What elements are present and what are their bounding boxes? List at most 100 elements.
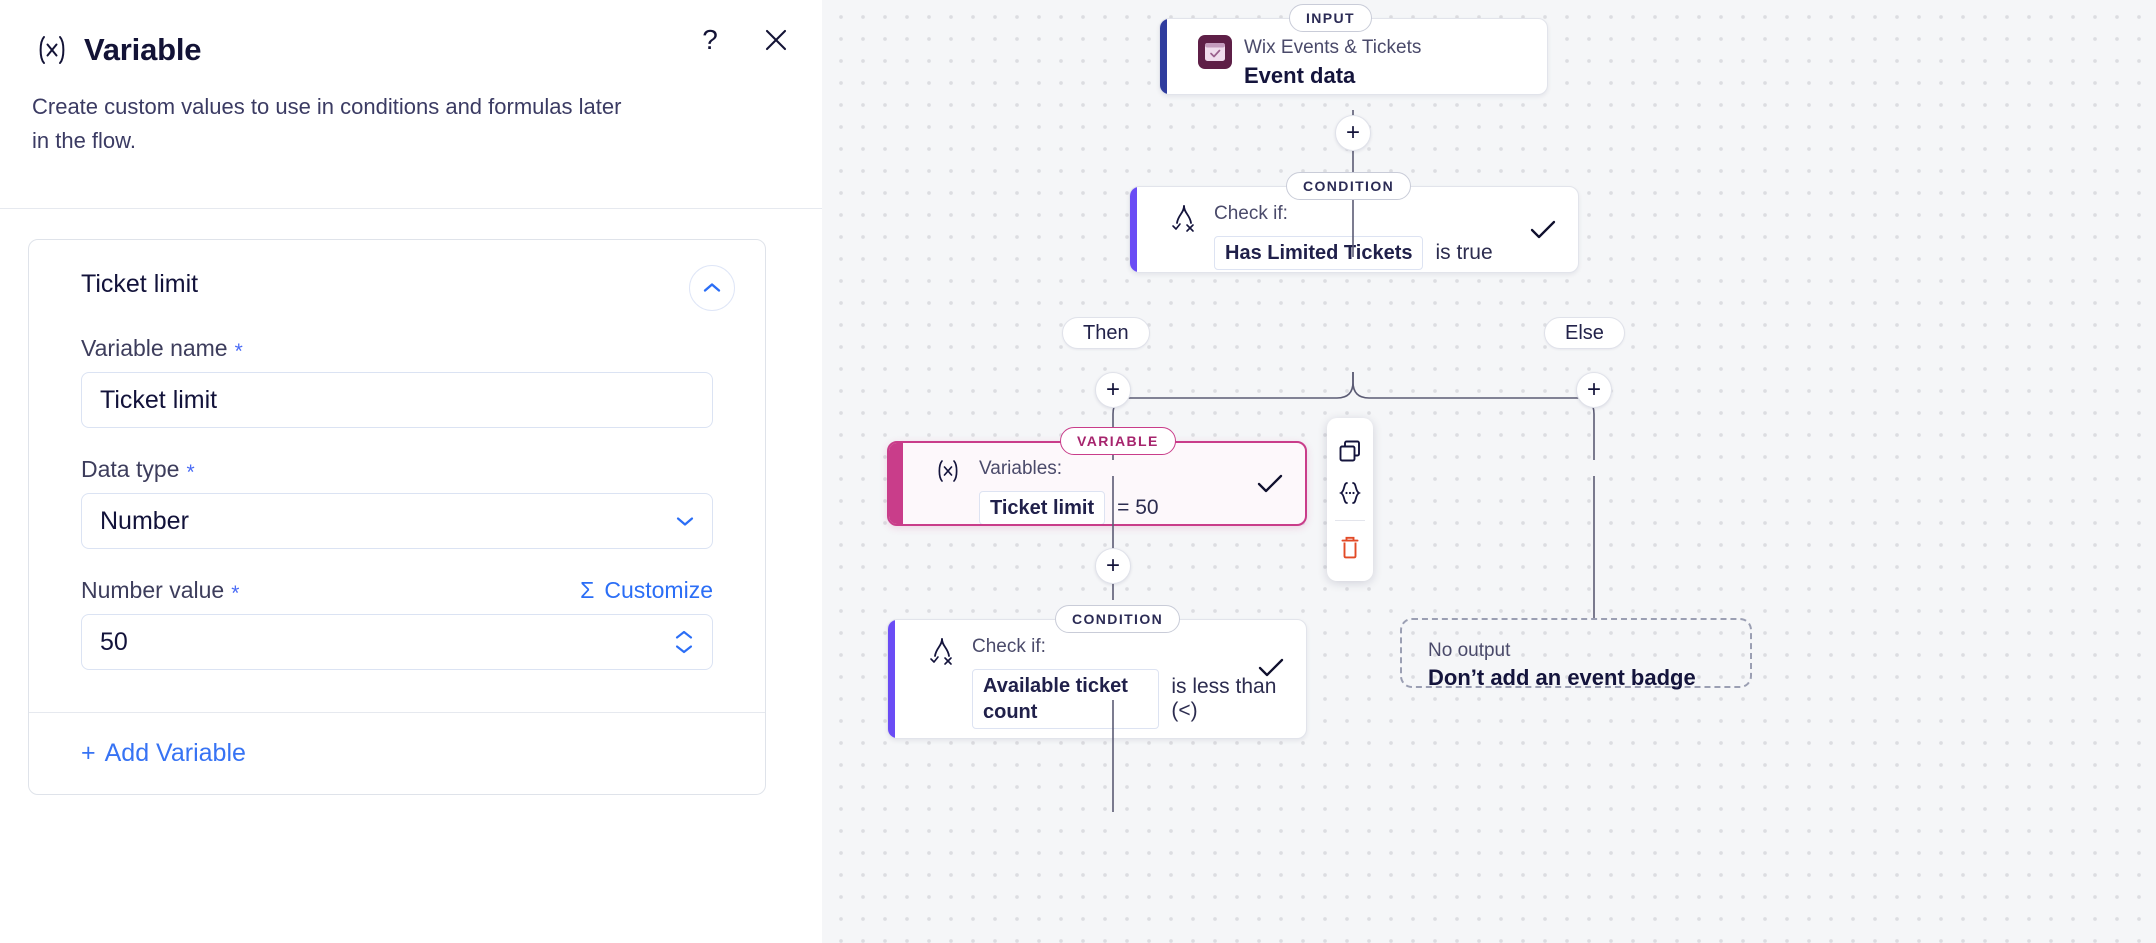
help-icon[interactable]: ? (692, 22, 728, 58)
sigma-icon: Σ (580, 577, 595, 603)
customize-button[interactable]: Σ Customize (580, 577, 713, 604)
token-suffix: is true (1435, 241, 1493, 264)
token-chip[interactable]: Available ticket count (972, 669, 1160, 729)
status-check-icon (1257, 474, 1283, 494)
plus-icon: + (81, 739, 96, 767)
variable-card-footer: + Add Variable (29, 712, 765, 794)
condition-branch-icon (1168, 201, 1214, 233)
condition-expression: Available ticket count is less than (<) (972, 669, 1282, 729)
node-subtitle: Check if: (1214, 203, 1288, 224)
wix-events-calendar-icon (1198, 35, 1244, 69)
field-label-row: Number value * Σ Customize (81, 577, 713, 604)
panel-header: Variable (0, 0, 822, 74)
required-marker: * (231, 582, 240, 605)
field-label-row: Data type * (81, 456, 713, 483)
chevron-down-icon (674, 514, 696, 528)
variable-fx-icon (933, 456, 979, 486)
token-chip[interactable]: Ticket limit (979, 491, 1106, 524)
node-accent (1130, 187, 1137, 272)
variable-card-title: Ticket limit (81, 270, 199, 298)
field-label: Number value (81, 577, 225, 603)
close-icon[interactable] (758, 22, 794, 58)
data-type-value: Number (100, 506, 189, 535)
quantity-stepper[interactable] (674, 630, 694, 655)
ghost-node-no-output[interactable]: No output Don’t add an event badge (1400, 618, 1752, 690)
add-step-button-2[interactable]: + (1095, 548, 1131, 584)
curly-braces-icon[interactable] (1327, 472, 1373, 514)
variable-name-value: Ticket limit (100, 385, 218, 414)
field-label: Variable name (81, 335, 228, 361)
add-step-button-then[interactable]: + (1095, 372, 1131, 408)
add-step-button-1[interactable]: + (1335, 115, 1371, 151)
branch-label-then[interactable]: Then (1062, 317, 1150, 349)
variable-side-panel: Variable ? Create custom values to use i… (0, 0, 822, 943)
stepper-up-icon (675, 630, 693, 639)
node-texts: Wix Events & Tickets Event data (1244, 35, 1421, 90)
node-badge-condition-2: CONDITION (1055, 605, 1181, 633)
field-label-row: Variable name * (81, 335, 713, 362)
status-check-icon (1258, 658, 1284, 678)
node-condition-2[interactable]: Check if: Available ticket count is less… (887, 619, 1307, 739)
node-accent (1160, 19, 1167, 94)
help-glyph: ? (702, 24, 718, 55)
panel-header-actions: ? (692, 22, 794, 58)
flow-canvas[interactable]: INPUT Wix Events & Tickets Ev (822, 0, 2156, 943)
node-texts: Check if: Available ticket count is less… (972, 634, 1282, 729)
field-variable-name: Variable name * Ticket limit (81, 335, 713, 428)
field-data-type: Data type * Number (81, 456, 713, 549)
status-check-icon (1530, 220, 1556, 240)
node-inner: Check if: Available ticket count is less… (888, 620, 1306, 738)
node-subtitle: Check if: (972, 636, 1046, 657)
condition-expression: Has Limited Tickets is true (1214, 236, 1493, 270)
node-inner: Check if: Has Limited Tickets is true (1130, 187, 1578, 272)
number-value: 50 (100, 627, 128, 656)
node-accent (889, 443, 903, 524)
required-marker: * (234, 340, 243, 363)
node-badge-variable: VARIABLE (1060, 427, 1176, 455)
node-input[interactable]: Wix Events & Tickets Event data (1159, 18, 1548, 95)
toolbar-divider (1335, 520, 1365, 521)
required-marker: * (186, 461, 195, 484)
trash-icon[interactable] (1327, 527, 1373, 569)
node-badge-condition-1: CONDITION (1286, 172, 1412, 200)
add-step-button-else[interactable]: + (1576, 372, 1612, 408)
number-value-input[interactable]: 50 (81, 614, 713, 670)
field-label: Data type (81, 456, 180, 482)
variable-card-body: Ticket limit Variable name * T (29, 240, 765, 712)
field-number-value: Number value * Σ Customize 50 (81, 577, 713, 670)
token-suffix: is less than (<) (1171, 675, 1277, 722)
node-row: Check if: Available ticket count is less… (926, 634, 1282, 729)
variable-fx-icon (32, 30, 72, 70)
node-action-toolbar[interactable] (1327, 418, 1373, 581)
node-inner: Variables: Ticket limit = 50 (889, 443, 1305, 524)
add-variable-button[interactable]: + Add Variable (81, 739, 246, 768)
node-accent (888, 620, 895, 738)
node-texts: Variables: Ticket limit = 50 (979, 456, 1159, 524)
ghost-title: Don’t add an event badge (1428, 665, 1696, 690)
chevron-up-icon (702, 281, 722, 295)
node-condition-1[interactable]: Check if: Has Limited Tickets is true (1129, 186, 1579, 273)
node-title: Event data (1244, 63, 1356, 88)
node-row: Check if: Has Limited Tickets is true (1168, 201, 1554, 270)
panel-description: Create custom values to use in condition… (32, 94, 622, 153)
panel-divider (0, 208, 822, 209)
variable-expression: Ticket limit = 50 (979, 491, 1159, 524)
variable-card: Ticket limit Variable name * T (28, 239, 766, 795)
collapse-toggle-button[interactable] (689, 265, 735, 311)
node-texts: Check if: Has Limited Tickets is true (1214, 201, 1493, 270)
page-title: Variable (84, 32, 202, 67)
duplicate-icon[interactable] (1327, 430, 1373, 472)
branch-label-else[interactable]: Else (1544, 317, 1625, 349)
node-subtitle: Variables: (979, 458, 1063, 479)
ghost-inner: No output Don’t add an event badge (1402, 620, 1750, 711)
condition-branch-icon (926, 634, 972, 666)
variable-name-input[interactable]: Ticket limit (81, 372, 713, 428)
node-row: Wix Events & Tickets Event data (1198, 35, 1523, 90)
node-subtitle: Wix Events & Tickets (1244, 37, 1422, 58)
node-badge-input: INPUT (1289, 4, 1372, 32)
ghost-subtitle: No output (1428, 640, 1511, 661)
data-type-select[interactable]: Number (81, 493, 713, 549)
token-chip[interactable]: Has Limited Tickets (1214, 236, 1424, 270)
node-inner: Wix Events & Tickets Event data (1160, 19, 1547, 94)
add-variable-label: Add Variable (104, 739, 246, 767)
